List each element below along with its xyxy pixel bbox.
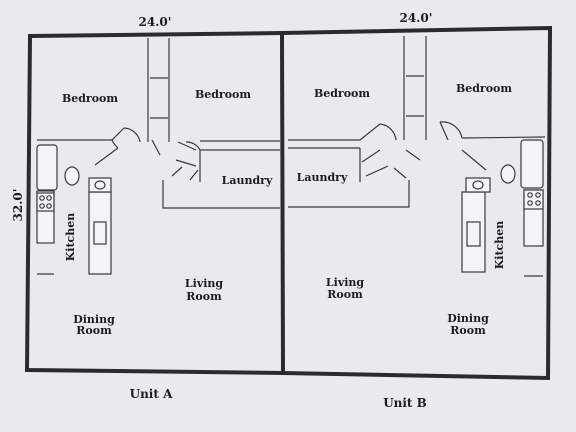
room-label-kitchen: Kitchen [493, 221, 506, 270]
door-icon-a2 [94, 139, 119, 166]
room-label-bedroom: Bedroom [62, 92, 118, 105]
unit-label: Unit B [383, 396, 427, 410]
room-label-bedroom: Bedroom [314, 87, 370, 100]
exterior-walls [24, 25, 553, 381]
room-label-laundry: Laundry [297, 171, 348, 184]
vanity-icon-b [465, 177, 491, 193]
room-label-living: Room [327, 288, 363, 301]
door-icon-a1 [111, 127, 141, 143]
room-label-laundry: Laundry [222, 174, 273, 187]
room-label-kitchen: Kitchen [64, 213, 77, 262]
room-label-dining: Dining [447, 312, 489, 325]
unit-label: Unit A [130, 387, 173, 401]
door-icon-a3 [151, 139, 201, 181]
stove-icon-a [36, 192, 55, 212]
room-label-living: Living [185, 277, 223, 290]
stove-icon-b [523, 189, 544, 210]
toilet-icon-a [64, 166, 80, 186]
toilet-icon-b [500, 164, 516, 184]
room-label-bedroom: Bedroom [195, 88, 251, 101]
room-label-living: Living [326, 276, 364, 289]
vanity-icon-a [88, 177, 112, 193]
room-label-living: Room [186, 290, 222, 303]
room-label-bedroom: Bedroom [456, 82, 512, 95]
room-label-dining: Room [450, 324, 486, 337]
unit-b: Bedroom Bedroom Laundry Kitchen Living R… [288, 36, 546, 410]
door-icon-b3 [361, 149, 421, 179]
sink-icon-b [466, 221, 481, 247]
bathtub-icon-b [520, 139, 544, 189]
dimension-width-unit-b: 24.0' [400, 11, 433, 25]
bathtub-icon-a [36, 144, 58, 191]
party-wall [280, 32, 285, 374]
room-label-dining: Dining [73, 313, 115, 326]
room-label-dining: Room [76, 324, 112, 337]
dimension-height: 32.0' [11, 189, 25, 222]
sink-icon-a [93, 221, 107, 245]
unit-a: Bedroom Bedroom Laundry Kitchen Living R… [36, 38, 280, 401]
door-icon-b2 [439, 121, 487, 171]
dimension-width-unit-a: 24.0' [139, 15, 172, 29]
door-icon-b1 [359, 123, 397, 141]
